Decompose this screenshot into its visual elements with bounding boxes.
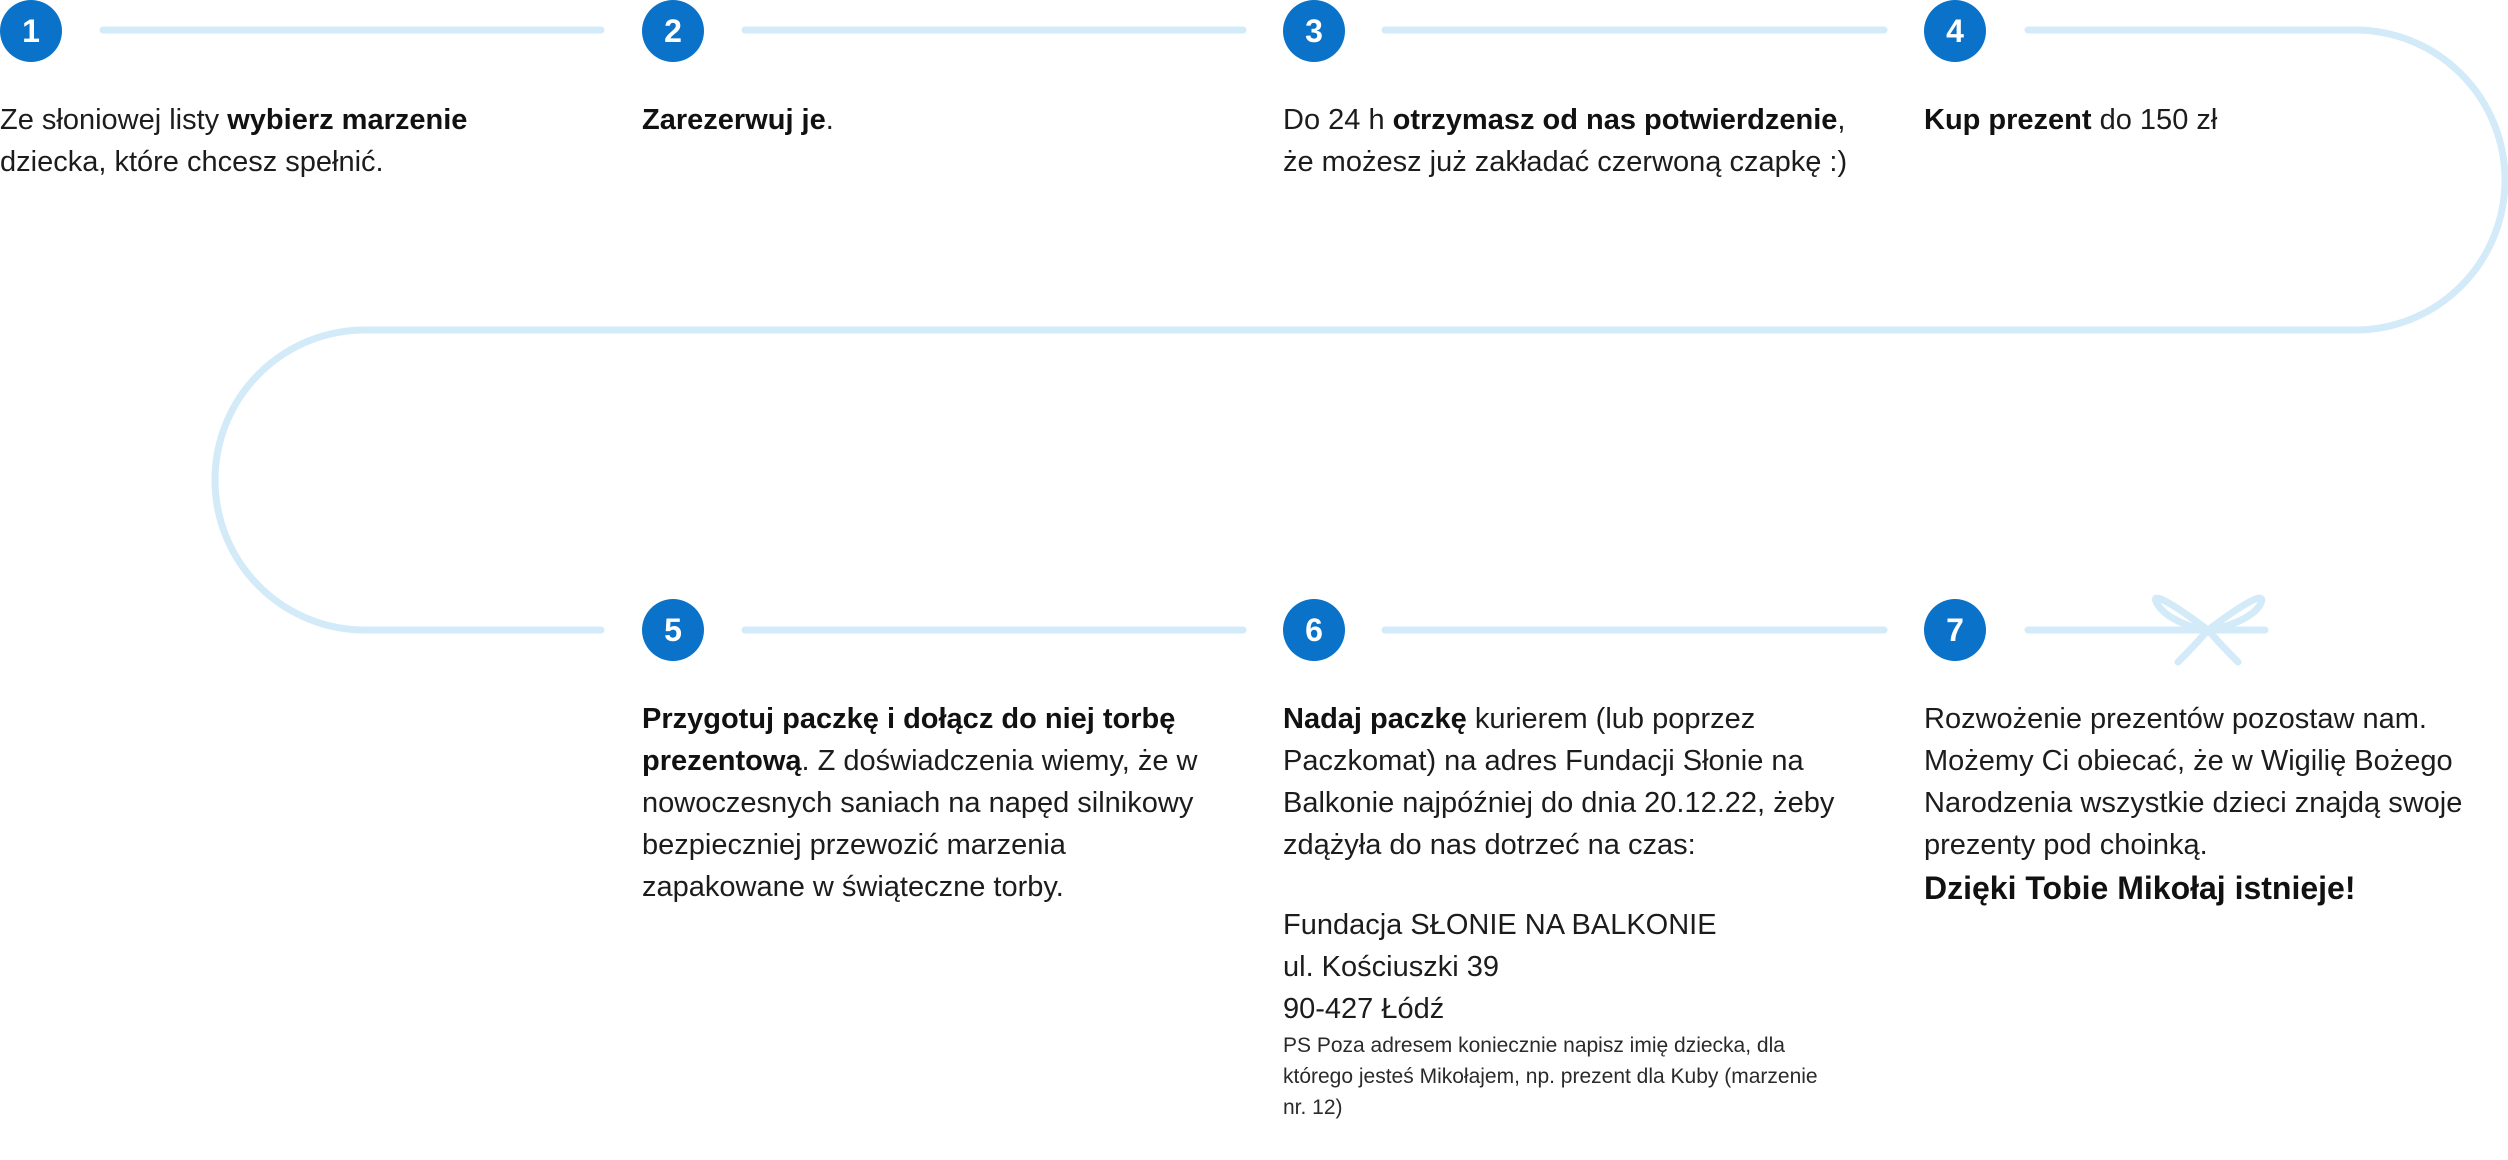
step-7-text: Rozwożenie prezentów pozostaw nam. Możem… [1924, 698, 2494, 910]
step-4-post: do 150 zł [2091, 104, 2218, 136]
ribbon-bow-icon [2152, 594, 2266, 666]
step-3-pre: Do 24 h [1283, 104, 1393, 136]
step-1-post: dziecka, które chcesz spełnić. [0, 146, 384, 178]
address-line-3: 90-427 Łódź [1283, 993, 1445, 1025]
step-2-text: Zarezerwuj je. [642, 99, 1202, 141]
step-1-text: Ze słoniowej listy wybierz marzenie dzie… [0, 99, 520, 183]
step-5-badge: 5 [642, 599, 704, 661]
step-6-text: Nadaj paczkę kurierem (lub poprzez Paczk… [1283, 698, 1863, 1123]
step-2-post: . [825, 104, 834, 136]
step-7-paragraph: Rozwożenie prezentów pozostaw nam. Możem… [1924, 703, 2463, 861]
closing-statement: Dzięki Tobie Mikołaj istnieje! [1924, 870, 2356, 906]
step-2-badge: 2 [642, 0, 704, 62]
step-5-post: . Z doświadczenia wiemy, że w nowoczesny… [642, 745, 1198, 903]
step-4-text: Kup prezent do 150 zł [1924, 99, 2484, 141]
step-3-text: Do 24 h otrzymasz od nas potwierdzenie, … [1283, 99, 1883, 183]
step-5-text: Przygotuj paczkę i dołącz do niej torbę … [642, 698, 1222, 908]
step-7-badge: 7 [1924, 599, 1986, 661]
step-6-badge: 6 [1283, 599, 1345, 661]
ps-note: PS Poza adresem koniecznie napisz imię d… [1283, 1034, 1818, 1119]
step-6-post: kurierem (lub poprzez Paczkomat) na adre… [1283, 703, 1835, 861]
step-6-paragraph: Nadaj paczkę kurierem (lub poprzez Paczk… [1283, 698, 1863, 866]
address-line-2: ul. Kościuszki 39 [1283, 951, 1499, 983]
step-4-bold: Kup prezent [1924, 104, 2092, 136]
curve-right [211, 26, 2508, 634]
step-3-bold: otrzymasz od nas potwierdzenie [1392, 104, 1838, 136]
address-line-1: Fundacja SŁONIE NA BALKONIE [1283, 909, 1717, 941]
step-4-badge: 4 [1924, 0, 1986, 62]
step-5-bold: Przygotuj paczkę i dołącz do niej torbę … [642, 703, 1176, 777]
step-1-pre: Ze słoniowej listy [0, 104, 228, 136]
step-1-bold: wybierz marzenie [227, 104, 468, 136]
step-2-bold: Zarezerwuj je [642, 104, 826, 136]
step-1-badge: 1 [0, 0, 62, 62]
step-3-badge: 3 [1283, 0, 1345, 62]
step-3-post: , że możesz już zakładać czerwoną czapkę… [1283, 104, 1848, 178]
step-6-bold: Nadaj paczkę [1283, 703, 1467, 735]
